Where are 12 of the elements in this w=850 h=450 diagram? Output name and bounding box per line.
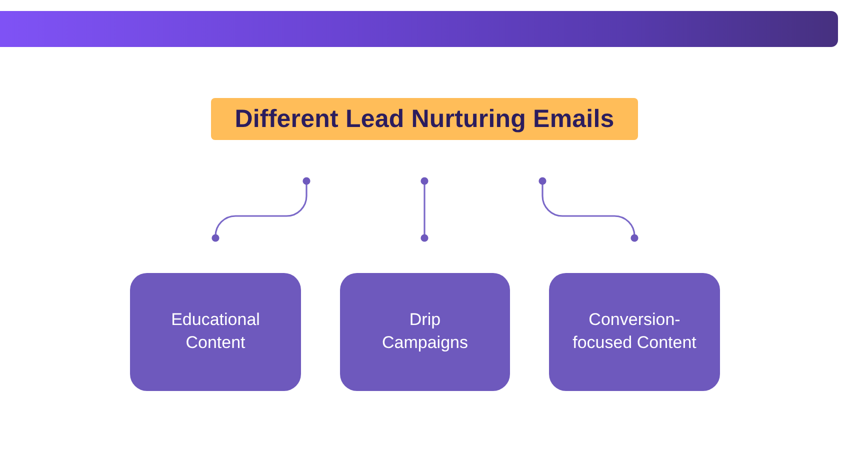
category-card (130, 273, 301, 391)
card-label: Drip Campaigns (381, 309, 469, 354)
card-label: Conversion-focused Content (572, 309, 698, 354)
title-text: Different Lead Nurturing Emails (234, 104, 614, 134)
category-card (340, 273, 510, 391)
category-card (549, 273, 720, 391)
connector (538, 177, 638, 242)
header-banner (0, 11, 838, 47)
card-label: Educational Content (170, 309, 261, 354)
title-banner (211, 98, 638, 140)
connector (212, 177, 310, 242)
connector (420, 177, 428, 242)
